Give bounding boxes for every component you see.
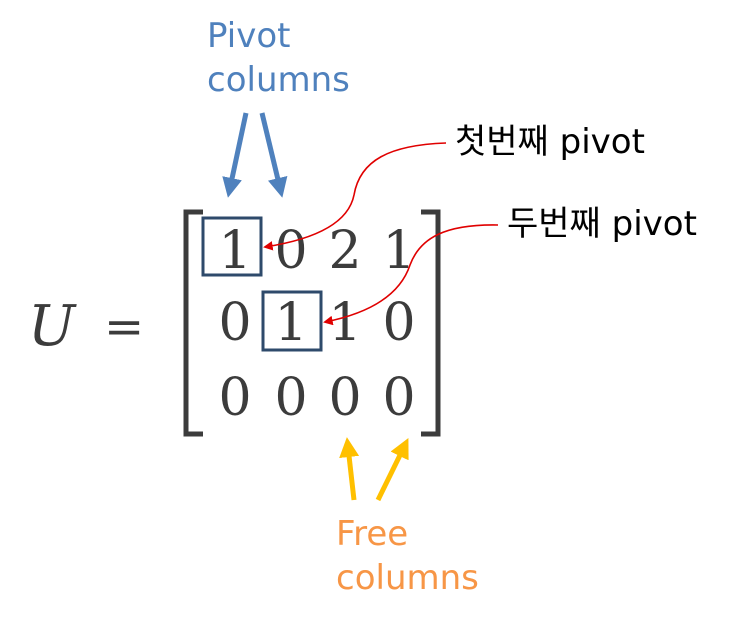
matrix-variable: U [28,294,77,359]
first-pivot-pointer [263,142,447,251]
matrix-cell: 0 [382,368,415,428]
equals-sign: = [104,299,144,355]
matrix-cell: 0 [274,368,307,428]
second-pivot-pointer [323,224,499,326]
pivot-column-arrow-1 [222,112,249,198]
right-bracket [421,209,441,437]
pivot-column-arrow-2 [259,112,288,198]
free-columns-label-line1: Free [336,514,409,554]
second-pivot-box [261,290,323,352]
free-column-arrow-1 [339,437,360,501]
matrix-cell: 2 [328,221,361,281]
pivot-columns-label-line1: Pivot [207,16,291,56]
matrix-cell: 1 [274,293,307,353]
matrix-entries: 1 0 2 1 0 1 1 0 0 0 0 0 [218,221,415,428]
pivot-columns-label: Pivot columns [207,14,350,102]
free-columns-label-line2: columns [336,558,479,598]
first-pivot-box [201,216,263,277]
left-bracket [183,209,203,437]
second-pivot-label: 두번째 pivot [507,204,697,244]
matrix-cell: 1 [382,221,415,281]
pivot-columns-label-line2: columns [207,60,350,100]
first-pivot-label: 첫번째 pivot [455,122,645,162]
free-columns-label: Free columns [336,512,479,600]
matrix-cell: 1 [218,221,251,281]
matrix-cell: 0 [382,293,415,353]
matrix-cell: 0 [328,368,361,428]
matrix-cell: 1 [328,293,361,353]
matrix-cell: 0 [218,368,251,428]
matrix-cell: 0 [274,221,307,281]
free-column-arrow-2 [375,438,409,502]
matrix-cell: 0 [218,293,251,353]
